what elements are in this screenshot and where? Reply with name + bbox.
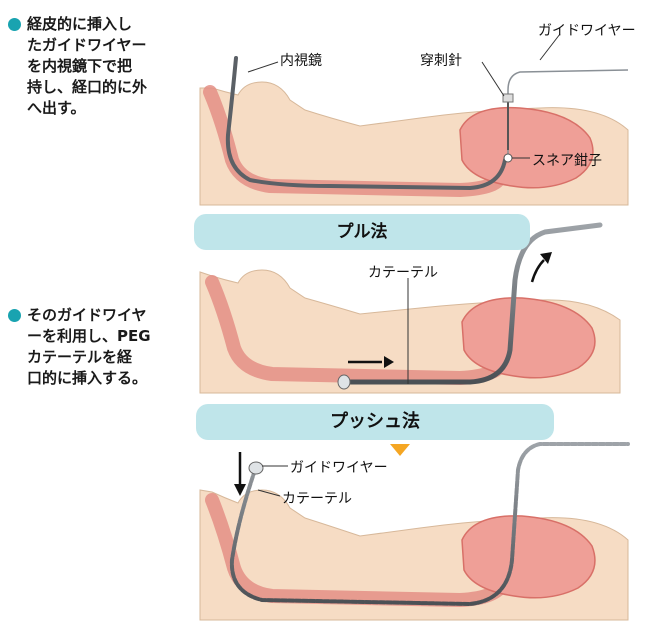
panel-top-body bbox=[200, 34, 628, 205]
banner-pull: プル法 bbox=[194, 214, 530, 250]
label-guidewire-top: ガイドワイヤー bbox=[538, 20, 636, 40]
label-puncture-needle: 穿刺針 bbox=[420, 50, 462, 70]
leader-needle bbox=[482, 62, 504, 96]
leader-endoscope bbox=[248, 62, 278, 72]
note-pull: 経皮的に挿入し たガイドワイヤー を内視鏡下で把 持し、経口的に外 へ出す。 bbox=[27, 14, 147, 119]
bullet-dot bbox=[8, 18, 21, 31]
note-push: そのガイドワイヤ ーを利用し、PEG カテーテルを経 口的に挿入する。 bbox=[27, 305, 151, 389]
panel-middle-body bbox=[200, 225, 620, 393]
arrow-down-head bbox=[234, 484, 246, 496]
note-line: 経皮的に挿入し bbox=[27, 14, 147, 35]
label-catheter-mid: カテーテル bbox=[368, 262, 438, 282]
note-line: を内視鏡下で把 bbox=[27, 56, 147, 77]
note-line: そのガイドワイヤ bbox=[27, 305, 151, 326]
note-line: へ出す。 bbox=[27, 98, 147, 119]
note-line: たガイドワイヤー bbox=[27, 35, 147, 56]
note-line: ーを利用し、PEG bbox=[27, 326, 151, 347]
needle-hub bbox=[503, 94, 513, 102]
note-line: 口的に挿入する。 bbox=[27, 368, 151, 389]
bullet-dot bbox=[8, 309, 21, 322]
label-catheter-bottom: カテーテル bbox=[282, 488, 352, 508]
arrow-outward bbox=[532, 260, 544, 282]
label-guidewire-bottom: ガイドワイヤー bbox=[290, 457, 388, 477]
note-line: 持し、経口的に外 bbox=[27, 77, 147, 98]
panel-bottom-body bbox=[200, 444, 628, 620]
catheter-bumper bbox=[338, 375, 350, 389]
note-line: カテーテルを経 bbox=[27, 347, 151, 368]
snare-tip bbox=[504, 154, 512, 162]
catheter-bumper bbox=[249, 462, 263, 474]
label-endoscope: 内視鏡 bbox=[280, 50, 322, 70]
label-snare-forceps: スネア鉗子 bbox=[532, 150, 602, 170]
banner-pull-label: プル法 bbox=[337, 222, 388, 242]
banner-push-label: プッシュ法 bbox=[330, 411, 420, 432]
marker-triangle bbox=[390, 444, 410, 456]
banner-push: プッシュ法 bbox=[196, 404, 554, 440]
